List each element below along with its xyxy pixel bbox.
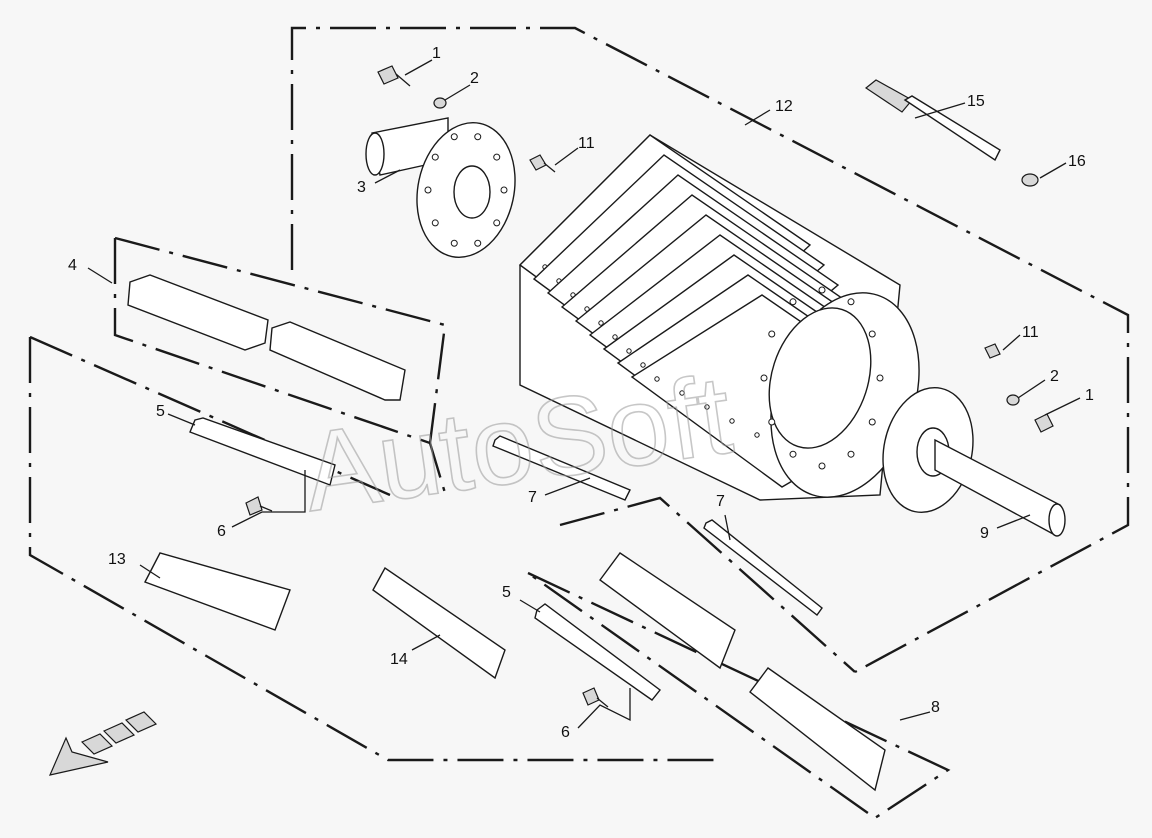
ring-bolt-hole [789,298,797,306]
bolt-6a [245,496,273,516]
ring-bolt-hole [868,418,876,426]
screw-11a [529,154,556,173]
knife-4b [269,321,406,401]
flange-bolt-hole [493,219,501,227]
flange-bolt-hole [500,186,508,194]
clip-16 [1021,173,1039,187]
callout-6b: 6 [561,724,570,741]
callout-12: 12 [775,98,793,115]
ring-bolt-hole [876,374,884,382]
callout-13: 13 [108,551,126,568]
knife-center [599,552,736,670]
group-boundaries [28,26,1130,820]
callout-2b: 2 [1050,368,1059,385]
ring-bolt-hole [768,330,776,338]
ring-bolt-hole [818,462,826,470]
flange-bolt-hole [474,133,482,141]
bar-5b [534,603,661,701]
callout-15: 15 [967,93,985,110]
ring-bolt-hole [847,450,855,458]
callout-5b: 5 [502,584,511,601]
callout-5a: 5 [156,403,165,420]
knife-4a [127,274,269,351]
blade-bolt-hole [754,432,760,438]
right-shaft [882,387,1066,537]
callout-7b: 7 [716,493,725,510]
flange-bolt-hole [493,153,501,161]
blade-bolt-hole [679,390,685,396]
blade-bolt-hole [612,334,618,340]
ring-bolt-hole [818,286,826,294]
blade-bolt-hole [704,404,710,410]
callout-3: 3 [357,179,366,196]
callout-14: 14 [390,651,408,668]
blade-bolt-hole [729,418,735,424]
knife-13 [144,552,291,631]
blade-bolt-hole [598,320,604,326]
bar-5a [189,417,336,486]
ring-bolt-hole [847,298,855,306]
callouts: 1 2 3 4 5 6 7 7 5 6 8 9 11 11 2 1 12 13 … [68,45,1094,741]
direction-arrow-icon [48,711,158,776]
bolt-6b [582,687,609,708]
ring-bolt-hole [768,418,776,426]
blade-bolt-hole [654,376,660,382]
leader-lines [87,59,1081,729]
left-shaft-flange [365,117,516,258]
washer-2b [1006,394,1020,406]
flange-bolt-hole [424,186,432,194]
callout-9: 9 [980,525,989,542]
flange-bolt-hole [450,133,458,141]
callout-2a: 2 [470,70,479,87]
callout-6a: 6 [217,523,226,540]
washer-2a [433,97,447,109]
callout-11a: 11 [578,135,595,152]
callout-1a: 1 [432,45,441,62]
callout-8: 8 [931,699,940,716]
bar-7a [492,435,631,501]
callout-16: 16 [1068,153,1086,170]
flange-bolt-hole [431,153,439,161]
flange-bolt-hole [450,239,458,247]
rotor-drum [518,134,924,501]
screw-11b [984,343,1001,359]
bolt-1a [377,65,411,87]
knife-8 [749,667,886,792]
callout-7a: 7 [528,489,537,506]
bolt-1b [1034,413,1054,433]
flange-bolt-hole [431,219,439,227]
blade-bolt-hole [626,348,632,354]
callout-4: 4 [68,257,77,274]
blade-bolt-hole [640,362,646,368]
knife-14 [372,566,506,680]
callout-11b: 11 [1022,324,1039,341]
bar-7b [703,519,823,616]
callout-1b: 1 [1085,387,1094,404]
flange-bolt-hole [474,239,482,247]
ring-bolt-hole [760,374,768,382]
ring-bolt-hole [789,450,797,458]
ring-bolt-hole [868,330,876,338]
tool-15 [864,79,1001,162]
